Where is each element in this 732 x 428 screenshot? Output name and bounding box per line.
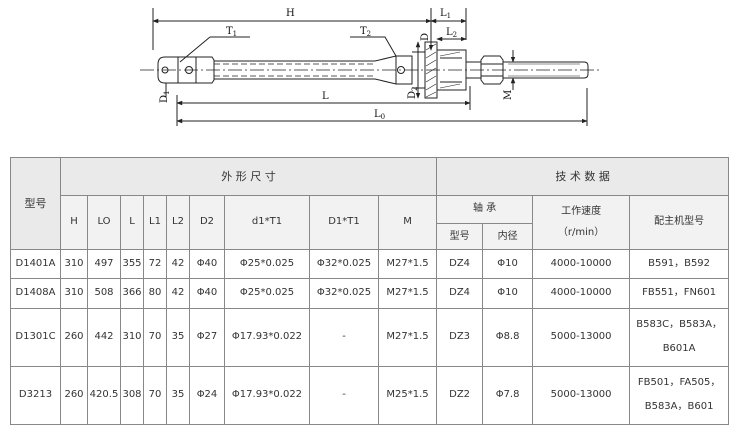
speed-label: 工作速度 [561,206,602,218]
col-header-L2: L2 [166,195,190,251]
col-header-M: M [377,195,438,251]
dim-label-L0: L0 [374,109,385,121]
dim-label-L1: L1 [440,8,451,20]
cell-model: D1301C [10,307,61,367]
dim-label-T2: T2 [360,26,371,38]
col-header-H: H [60,195,88,251]
col-header-bearing-bore: 内径 [482,223,534,251]
col-header-L0: LO [87,195,121,251]
speed-unit: （r/min） [557,226,605,238]
cell-M: M25*1.5 [377,365,438,426]
dim-label-D1: D1 [159,91,171,104]
cell-speed: 5000-13000 [532,365,631,426]
cell-L0: 420.5 [87,365,121,426]
cell-model: D1408A [10,278,61,309]
dim-label-L: L [322,91,329,102]
cell-H: 310 [60,249,88,280]
cell-M: M27*1.5 [377,278,438,309]
cell-host-model: FB551，FN601 [629,278,730,309]
cell-M: M27*1.5 [377,249,438,280]
cell-L: 308 [120,365,144,426]
cell-D2: Φ27 [189,307,225,367]
cell-L2: 42 [166,278,190,309]
cell-model: D3213 [10,365,61,426]
spec-table: 型号 外 形 尺 寸 技 术 数 据 H LO L L1 L2 D2 d1*T1… [10,156,730,426]
cell-D1T1: - [309,307,379,367]
cell-d1T1: Φ17.93*0.022 [224,365,310,426]
cell-L0: 497 [87,249,121,280]
cell-host-model: B583C，B583A， B601A [629,307,730,367]
col-header-L: L [120,195,144,251]
cell-H: 260 [60,365,88,426]
dim-label-D: D [420,33,431,41]
cell-D1T1: Φ32*0.025 [309,278,379,309]
cell-D1T1: Φ32*0.025 [309,249,379,280]
table-row: D1408A 310 508 366 80 42 Φ40 Φ25*0.025 Φ… [10,278,730,309]
cell-host-model: FB501，FA505， B583A，B601 [629,365,730,426]
cell-L2: 35 [166,307,190,367]
cell-L2: 42 [166,249,190,280]
cell-speed: 4000-10000 [532,249,631,280]
cell-bearing-bore: Φ8.8 [482,307,534,367]
cell-D1T1: - [309,365,379,426]
cell-bearing-bore: Φ7.8 [482,365,534,426]
table-row: D3213 260 420.5 308 70 35 Φ24 Φ17.93*0.0… [10,365,730,426]
col-header-D1T1: D1*T1 [309,195,379,251]
cell-H: 260 [60,307,88,367]
dim-label-T1: T1 [226,26,237,38]
cell-M: M27*1.5 [377,307,438,367]
cell-bearing-model: DZ4 [436,249,484,280]
col-header-model: 型号 [10,156,61,251]
spindle-drawing: H L1 T1 T2 D L2 D1 L D2 M L0 [140,8,600,126]
cell-host-model: B591，B592 [629,249,730,280]
group-header-bearing: 轴 承 [436,195,534,225]
cell-L0: 442 [87,307,121,367]
cell-D2: Φ24 [189,365,225,426]
cell-speed: 4000-10000 [532,278,631,309]
cell-bearing-bore: Φ10 [482,278,534,309]
cell-bearing-model: DZ4 [436,278,484,309]
cell-D2: Φ40 [189,249,225,280]
table-row: D1401A 310 497 355 72 42 Φ40 Φ25*0.025 Φ… [10,249,730,280]
col-header-D2: D2 [189,195,225,251]
dim-label-D2: D2 [407,87,419,100]
cell-bearing-model: DZ3 [436,307,484,367]
cell-L: 355 [120,249,144,280]
cell-speed: 5000-13000 [532,307,631,367]
cell-L1: 70 [143,365,167,426]
col-header-bearing-model: 型号 [436,223,484,251]
table-row: D1301C 260 442 310 70 35 Φ27 Φ17.93*0.02… [10,307,730,367]
col-header-speed: 工作速度 （r/min） [532,195,631,251]
cell-bearing-model: DZ2 [436,365,484,426]
cell-L1: 70 [143,307,167,367]
cell-d1T1: Φ25*0.025 [224,278,310,309]
cell-L1: 72 [143,249,167,280]
group-header-tech-data: 技 术 数 据 [436,156,730,197]
cell-d1T1: Φ17.93*0.022 [224,307,310,367]
col-header-d1T1: d1*T1 [224,195,310,251]
cell-L2: 35 [166,365,190,426]
cell-H: 310 [60,278,88,309]
cell-bearing-bore: Φ10 [482,249,534,280]
cell-d1T1: Φ25*0.025 [224,249,310,280]
cell-D2: Φ40 [189,278,225,309]
group-header-outer-dims: 外 形 尺 寸 [59,156,438,197]
cell-model: D1401A [10,249,61,280]
col-header-host-model: 配主机型号 [629,195,730,251]
dim-label-L2: L2 [446,27,457,39]
cell-L0: 508 [87,278,121,309]
cell-L1: 80 [143,278,167,309]
cell-L: 310 [120,307,144,367]
dim-label-M: M [503,90,514,100]
col-header-L1: L1 [143,195,167,251]
dim-label-H: H [286,8,295,19]
cell-L: 366 [120,278,144,309]
